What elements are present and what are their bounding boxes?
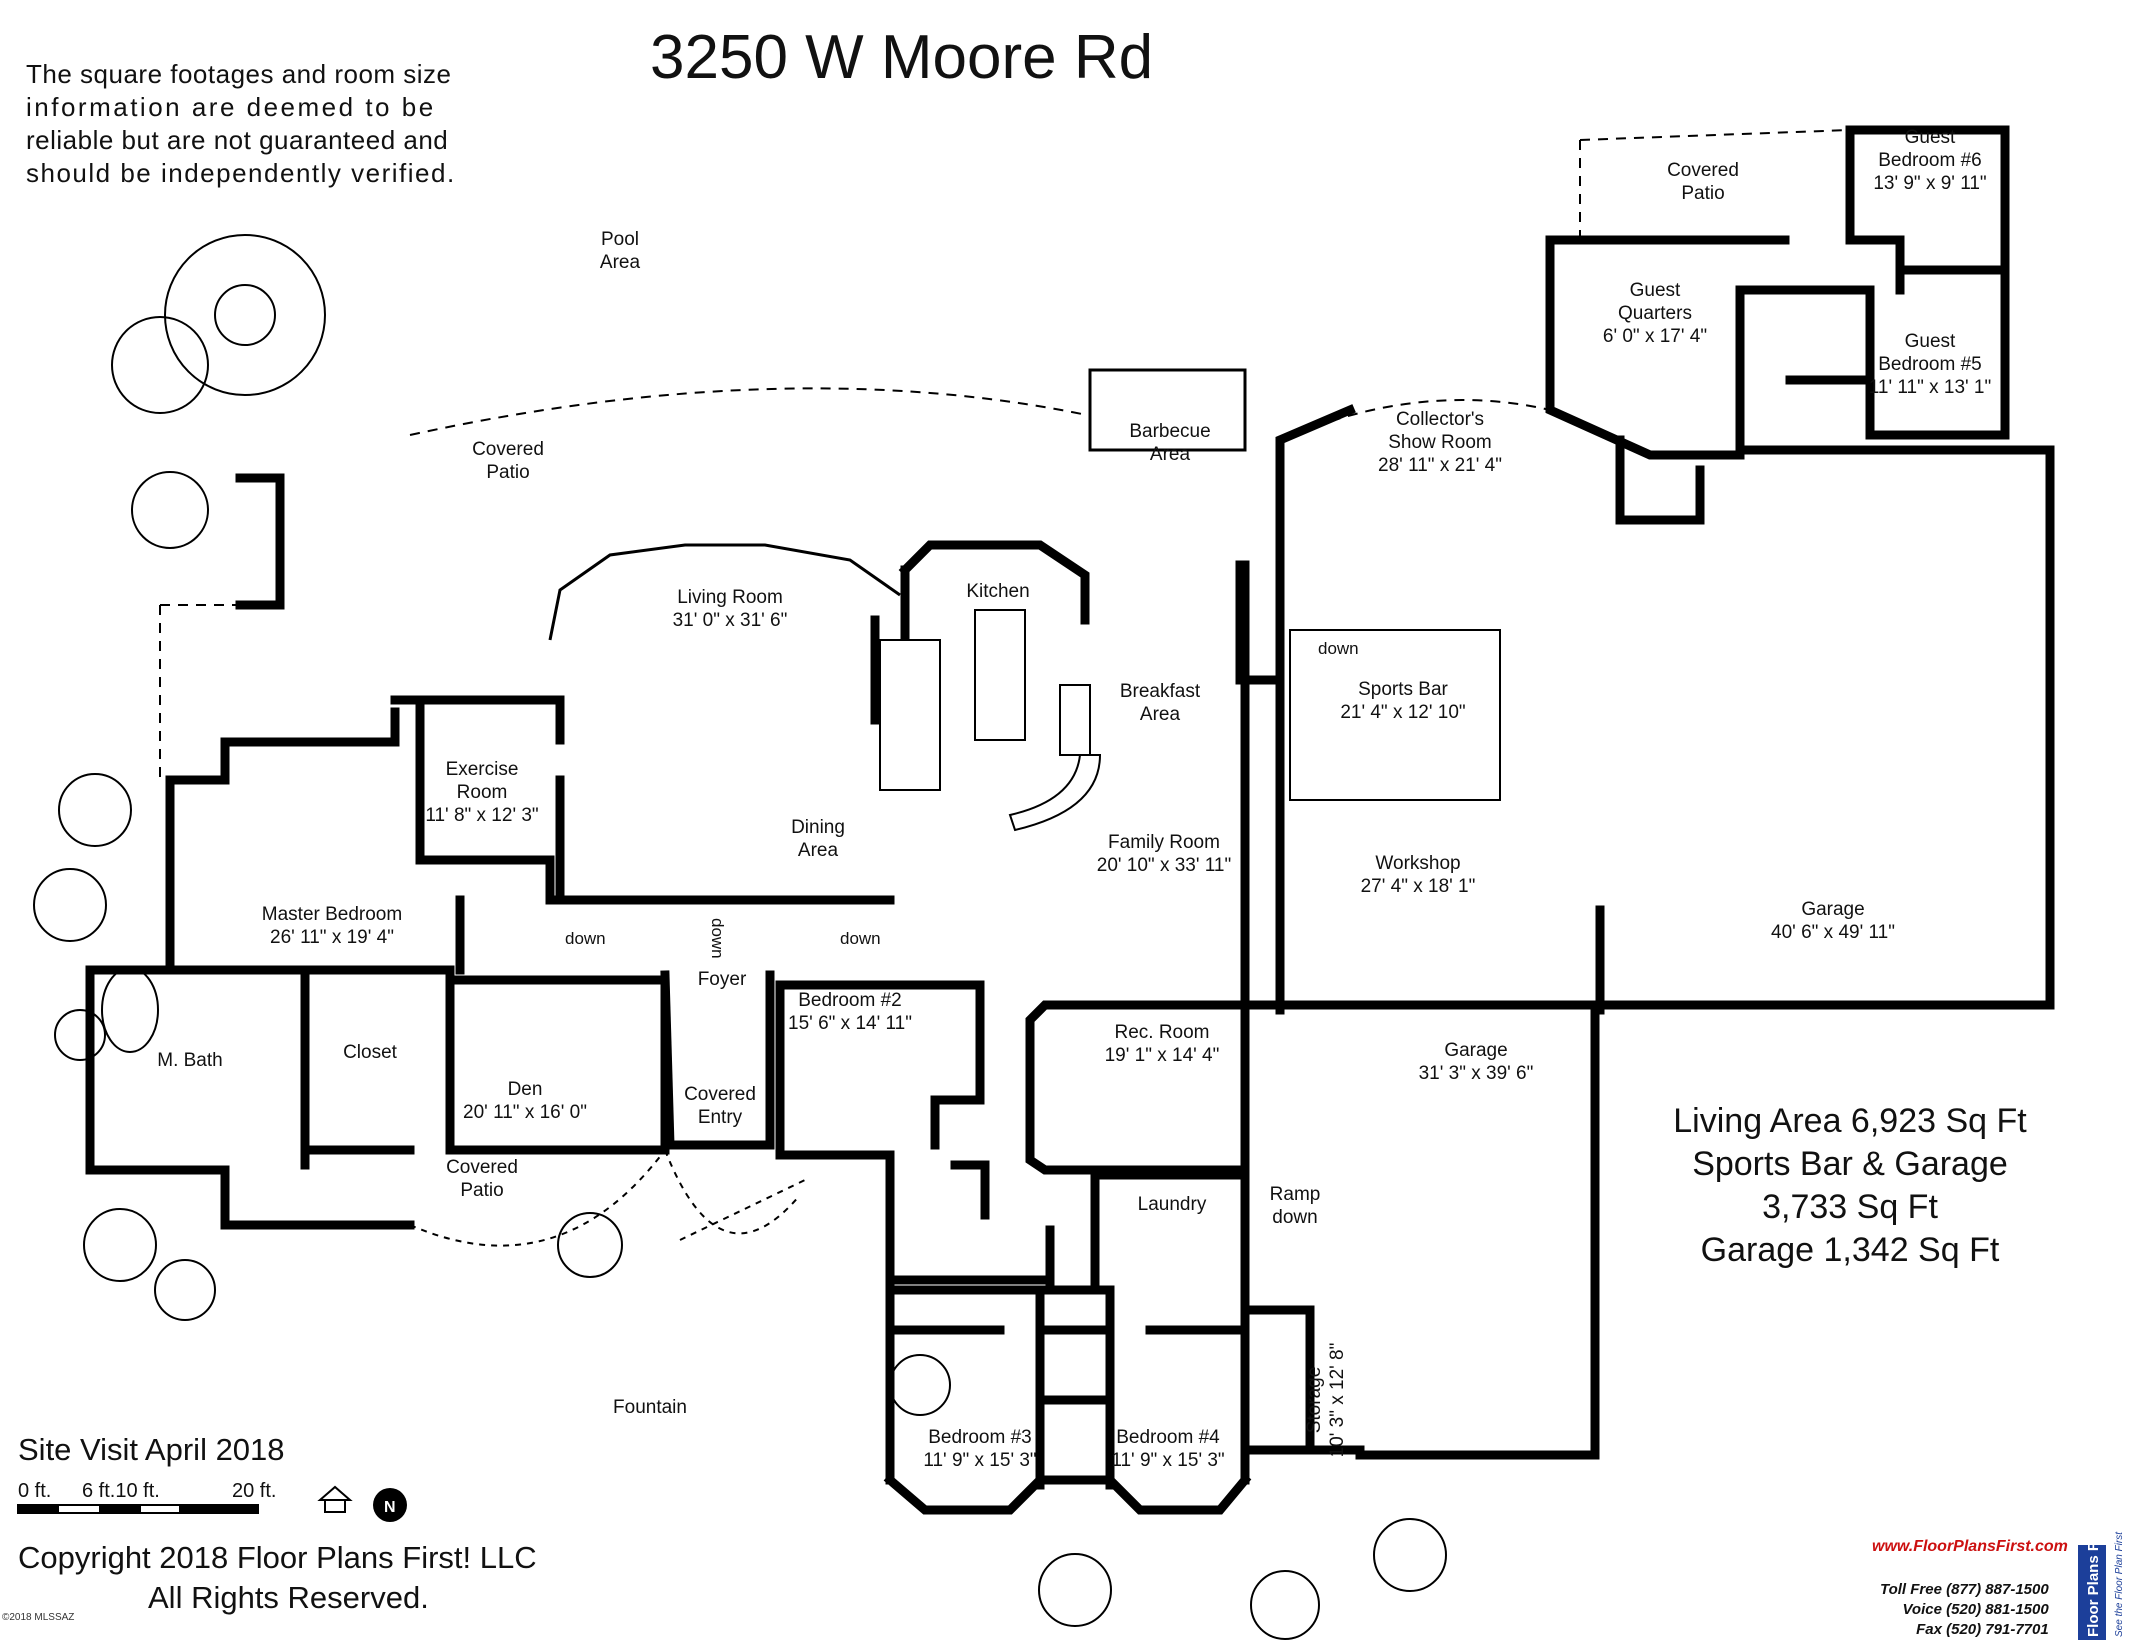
sports-bar-counter: [1289, 629, 1501, 801]
room-label: M. Bath: [157, 1050, 222, 1071]
scale-bar: [17, 1504, 259, 1514]
north-icon: N: [373, 1488, 407, 1522]
garage-stat: Garage 1,342 Sq Ft: [1700, 1231, 2000, 1269]
room-label: Foyer: [698, 969, 747, 990]
patio-dashed: [159, 129, 1851, 780]
stair-down-label: down: [840, 929, 881, 948]
scale-label-20: 20 ft.: [232, 1480, 277, 1502]
room-label: Fountain: [613, 1397, 687, 1418]
disclaimer-line: The square footages and room size: [26, 59, 452, 89]
scale-label-0: 0 ft.: [18, 1480, 52, 1502]
bathtub: [101, 967, 159, 1053]
stair-down-label: down: [708, 918, 727, 959]
room-label: Laundry: [1138, 1194, 1207, 1215]
disclaimer-line: reliable but are not guaranteed and: [26, 125, 449, 155]
rights-line: All Rights Reserved.: [148, 1580, 429, 1615]
copyright-line: Copyright 2018 Floor Plans First! LLC: [18, 1540, 537, 1575]
walls: [85, 125, 2055, 1515]
room-label: Closet: [343, 1042, 398, 1063]
svg-text:N: N: [384, 1499, 396, 1516]
landscape-trees: [33, 234, 1447, 1640]
living-area-stat: Living Area 6,923 Sq Ft: [1673, 1102, 2027, 1140]
voice: Voice (520) 881-1500: [1902, 1601, 2049, 1618]
area-stats: Living Area 6,923 Sq Ft Sports Bar & Gar…: [1640, 1100, 2060, 1272]
sports-bar-garage-stat: Sports Bar & Garage: [1692, 1145, 2008, 1183]
contact-info: Toll Free (877) 887-1500 Voice (520) 881…: [1880, 1580, 2049, 1640]
brand-logo: Floor Plans First! See the Floor Plan Fi…: [2078, 1514, 2125, 1640]
room-label: Kitchen: [966, 581, 1029, 602]
living-room-bay: [548, 543, 901, 641]
stair-down-label: down: [565, 929, 606, 948]
site-visit: Site Visit April 2018: [18, 1432, 285, 1467]
page-title: 3250 W Moore Rd: [650, 23, 1154, 92]
brand-tagline: See the Floor Plan First: [2114, 1531, 2125, 1637]
entry-arc: [409, 1149, 806, 1247]
disclaimer-line: should be independently verified.: [26, 158, 456, 188]
disclaimer: The square footages and room size inform…: [26, 58, 456, 190]
scale-label-10: 6 ft.10 ft.: [82, 1480, 160, 1502]
stair-labels: down down down down: [565, 639, 1359, 959]
disclaimer-line: information are deemed to be: [26, 92, 436, 122]
brand-name: Floor Plans First!: [2085, 1514, 2102, 1637]
website-link[interactable]: www.FloorPlansFirst.com: [1872, 1538, 2068, 1555]
barbecue-island: [1088, 368, 1247, 452]
watermark: ©2018 MLSSAZ: [2, 1612, 75, 1623]
fax: Fax (520) 791-7701: [1916, 1621, 2049, 1638]
stair-down-label: down: [1318, 639, 1359, 658]
equal-housing-icon: [317, 1485, 353, 1513]
kitchen-cabinets: [879, 609, 1102, 832]
toll-free: Toll Free (877) 887-1500: [1880, 1581, 2049, 1598]
sports-bar-garage-sqft: 3,733 Sq Ft: [1762, 1188, 1938, 1226]
